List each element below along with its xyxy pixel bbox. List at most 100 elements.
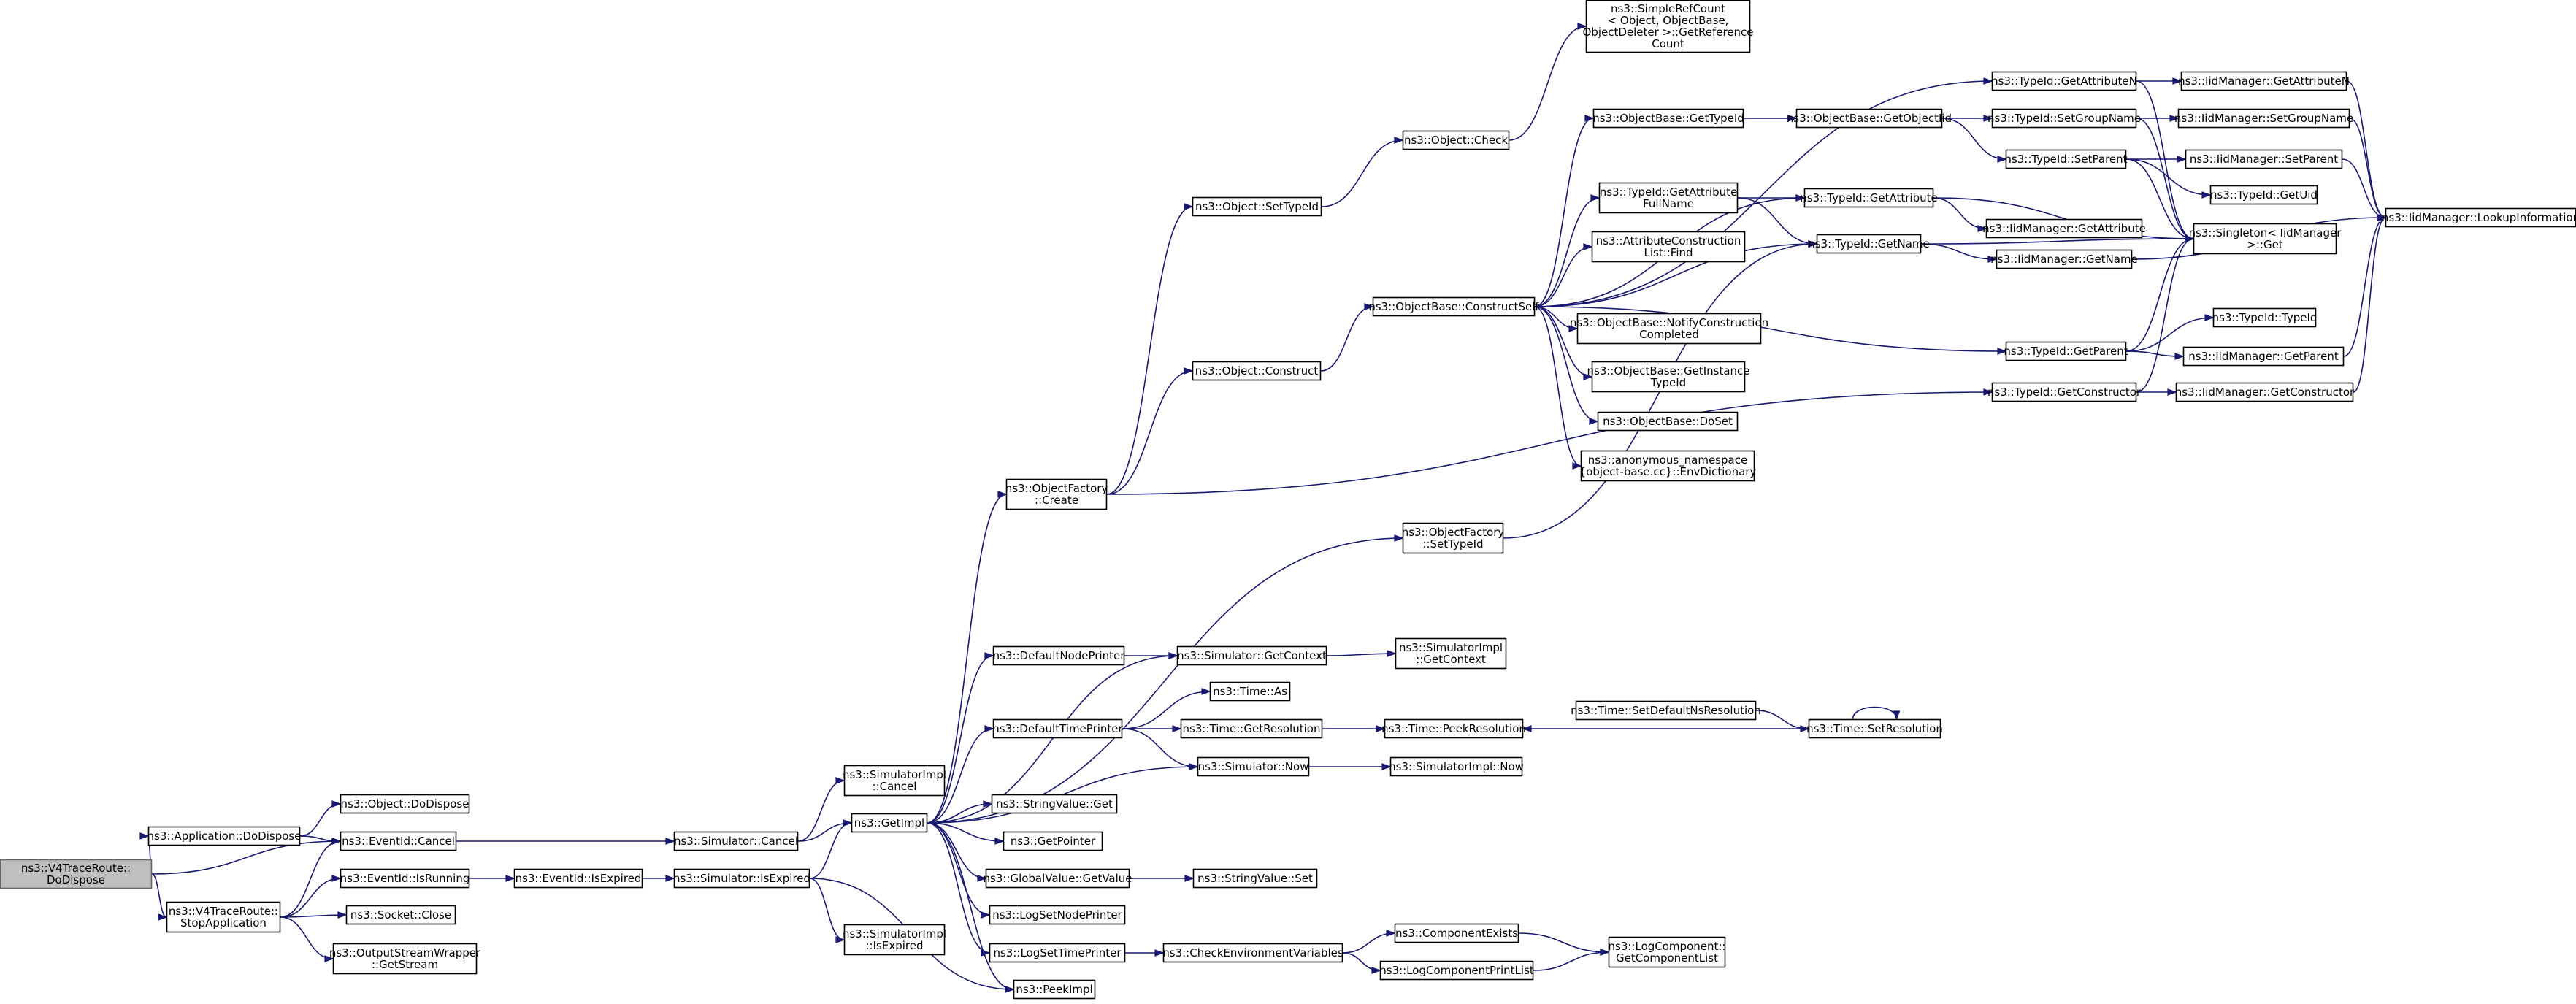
node-simcancel[interactable]: ns3::Simulator::Cancel: [673, 831, 799, 851]
node-label-line: DoDispose: [47, 873, 105, 886]
node-tidgetattr[interactable]: ns3::TypeId::GetAttribute: [1800, 188, 1938, 208]
node-tidgetctor[interactable]: ns3::TypeId::GetConstructor: [1987, 382, 2142, 402]
node-sockclose[interactable]: ns3::Socket::Close: [345, 905, 456, 925]
node-lookupinfo[interactable]: ns3::IidManager::LookupInformation: [2382, 207, 2576, 228]
node-tidgetname[interactable]: ns3::TypeId::GetName: [1808, 234, 1930, 254]
node-label-line: ns3::TypeId::GetUid: [2210, 188, 2318, 202]
edge-n_getobjectiid-to-n_tidsetparent: [1941, 118, 2007, 163]
node-getimpl[interactable]: ns3::GetImpl: [851, 813, 928, 833]
edge-n_iidsetgroup-to-n_lookupinfo: [2349, 118, 2387, 221]
node-simexpired[interactable]: ns3::Simulator::IsExpired: [673, 868, 810, 889]
edge-n_getimpl-to-n_deftimeprinter: [927, 725, 994, 824]
node-iidgetctor[interactable]: ns3::IidManager::GetConstructor: [2175, 382, 2355, 402]
node-strvalget[interactable]: ns3::StringValue::Get: [991, 794, 1118, 814]
node-tidgetuid[interactable]: ns3::TypeId::GetUid: [2209, 185, 2318, 205]
node-iidgetparent[interactable]: ns3::IidManager::GetParent: [2182, 346, 2345, 367]
node-lognodeprinter[interactable]: ns3::LogSetNodePrinter: [989, 905, 1126, 925]
node-iidgetattr[interactable]: ns3::IidManager::GetAttribute: [1982, 218, 2146, 239]
node-notifyconstr[interactable]: ns3::ObjectBase::NotifyConstructionCompl…: [1570, 313, 1768, 345]
node-simimplnow[interactable]: ns3::SimulatorImpl::Now: [1389, 756, 1524, 777]
edge-n_stopapp-to-n_sockclose: [280, 911, 348, 919]
node-timesetres[interactable]: ns3::Time::SetResolution: [1806, 718, 1943, 739]
node-objfactsettid[interactable]: ns3::ObjectFactory::SetTypeId: [1402, 522, 1505, 554]
node-label-line: ns3::TypeId::GetAttributeN: [1991, 74, 2137, 88]
node-iidsetparent[interactable]: ns3::IidManager::SetParent: [2185, 149, 2343, 169]
node-appdispose[interactable]: ns3::Application::DoDispose: [147, 826, 302, 846]
edge-n_tidgetattrn-to-n_iidgetattrn: [2136, 77, 2182, 85]
node-logcompprint[interactable]: ns3::LogComponentPrintList: [1379, 960, 1534, 981]
node-logtimeprinter[interactable]: ns3::LogSetTimePrinter: [989, 943, 1126, 963]
node-doset[interactable]: ns3::ObjectBase::DoSet: [1597, 411, 1739, 432]
node-label-line: ns3::GetPointer: [1011, 835, 1096, 848]
node-timeas[interactable]: ns3::Time::As: [1209, 681, 1291, 702]
node-defnodeprinter[interactable]: ns3::DefaultNodePrinter: [993, 645, 1126, 666]
node-simimplcancel[interactable]: ns3::SimulatorImpl::Cancel: [843, 765, 946, 797]
node-label-line: ::Cancel: [873, 780, 917, 793]
node-strvalset[interactable]: ns3::StringValue::Set: [1192, 868, 1318, 889]
node-iidgetname[interactable]: ns3::IidManager::GetName: [1990, 249, 2138, 269]
node-label-line: ns3::ObjectFactory: [1005, 482, 1108, 495]
node-getpointer[interactable]: ns3::GetPointer: [1003, 831, 1103, 851]
node-label-line: ns3::IidManager::LookupInformation: [2382, 211, 2576, 224]
edge-n_tidgetctor-to-n_iidgetctor: [2136, 388, 2177, 396]
node-timegetres[interactable]: ns3::Time::GetResolution: [1180, 718, 1323, 739]
node-stopapp[interactable]: ns3::V4TraceRoute::StopApplication: [166, 901, 281, 933]
edge-n_iidgetparent-to-n_lookupinfo: [2343, 214, 2387, 357]
node-timesetdefres[interactable]: ns3::Time::SetDefaultNsResolution: [1571, 700, 1761, 721]
node-objfactcreate[interactable]: ns3::ObjectFactory::Create: [1005, 478, 1108, 510]
node-label-line: >::Get: [2247, 238, 2283, 251]
edge-n_deftimeprinter-to-n_simnow: [1122, 728, 1199, 770]
node-objbasegettid[interactable]: ns3::ObjectBase::GetTypeId: [1592, 108, 1744, 129]
node-tidsetparent[interactable]: ns3::TypeId::SetParent: [2004, 149, 2128, 169]
node-objdispose[interactable]: ns3::Object::DoDispose: [340, 794, 470, 814]
node-root[interactable]: ns3::V4TraceRoute::DoDispose: [0, 859, 153, 889]
node-label-line: ns3::IidManager::SetParent: [2190, 153, 2338, 166]
node-compexists[interactable]: ns3::ComponentExists: [1394, 923, 1519, 943]
node-tidsetgroup[interactable]: ns3::TypeId::SetGroupName: [1987, 108, 2141, 129]
node-simimplexpired[interactable]: ns3::SimulatorImpl::IsExpired: [843, 924, 946, 956]
node-evcancel[interactable]: ns3::EventId::Cancel: [340, 831, 457, 851]
node-simimplgetctx[interactable]: ns3::SimulatorImpl::GetContext: [1395, 637, 1507, 670]
node-constructself[interactable]: ns3::ObjectBase::ConstructSelf: [1368, 296, 1539, 317]
node-checkenv[interactable]: ns3::CheckEnvironmentVariables: [1162, 943, 1343, 963]
node-simnow[interactable]: ns3::Simulator::Now: [1197, 756, 1310, 777]
node-evrunning[interactable]: ns3::EventId::IsRunning: [340, 868, 470, 889]
node-iidgetattrn[interactable]: ns3::IidManager::GetAttributeN: [2178, 71, 2350, 91]
node-tidgetattrn[interactable]: ns3::TypeId::GetAttributeN: [1991, 71, 2137, 91]
edge-n_simcancel-to-n_simimplcancel: [797, 777, 846, 842]
edge-n_deftimeprinter-to-n_timegetres: [1122, 725, 1182, 732]
node-globalgetvalue[interactable]: ns3::GlobalValue::GetValue: [983, 868, 1132, 889]
node-simgetcontext[interactable]: ns3::Simulator::GetContext: [1176, 645, 1327, 666]
node-label-line: ns3::OutputStreamWrapper: [329, 946, 481, 959]
edge-n_getimpl-to-n_objfactsettid: [927, 534, 1404, 824]
node-objcheck[interactable]: ns3::Object::Check: [1402, 130, 1510, 150]
node-timepeekres[interactable]: ns3::Time::PeekResolution: [1381, 718, 1526, 739]
edge-n_deftimeprinter-to-n_timeas: [1122, 688, 1211, 729]
node-simplerefcount[interactable]: ns3::SimpleRefCount< Object, ObjectBase,…: [1582, 0, 1754, 53]
node-evexpired[interactable]: ns3::EventId::IsExpired: [513, 868, 643, 889]
edge-n_iidgetctor-to-n_lookupinfo: [2353, 214, 2387, 393]
edge-n_getimpl-to-n_strvalget: [927, 800, 993, 824]
node-objsettypeid[interactable]: ns3::Object::SetTypeId: [1192, 196, 1322, 217]
node-singleton[interactable]: ns3::Singleton< IidManager >::Get: [2189, 223, 2342, 255]
edge-n_simgetcontext-to-n_simimplgetctx: [1326, 650, 1397, 657]
node-tidgetparent[interactable]: ns3::TypeId::GetParent: [2004, 341, 2128, 361]
edge-n_getimpl-to-n_getpointer: [927, 822, 1005, 845]
node-iidsetgroup[interactable]: ns3::IidManager::SetGroupName: [2174, 108, 2353, 129]
edge-n_checkenv-to-n_compexists: [1342, 930, 1396, 954]
node-objconstruct[interactable]: ns3::Object::Construct: [1192, 361, 1322, 381]
edge-n_tidgetattrfull-to-n_tidgetname: [1737, 197, 1818, 248]
node-tidtypeid[interactable]: ns3::TypeId::TypeId: [2212, 307, 2318, 328]
node-envdict[interactable]: ns3::anonymous_namespace{object-base.cc}…: [1579, 450, 1757, 482]
node-peekimpl[interactable]: ns3::PeekImpl: [1013, 979, 1096, 1000]
node-label-line: ns3::AttributeConstruction: [1596, 234, 1741, 248]
node-getobjectiid[interactable]: ns3::ObjectBase::GetObjectIid: [1787, 108, 1952, 129]
edge-n_simexpired-to-n_simimplexpired: [809, 878, 846, 943]
node-logcompgetlist[interactable]: ns3::LogComponent::GetComponentList: [1609, 936, 1726, 968]
node-deftimeprinter[interactable]: ns3::DefaultTimePrinter: [992, 718, 1124, 739]
node-label-line: {object-base.cc}::EnvDictionary: [1579, 465, 1757, 478]
node-getstream[interactable]: ns3::OutputStreamWrapper::GetStream: [329, 943, 481, 975]
